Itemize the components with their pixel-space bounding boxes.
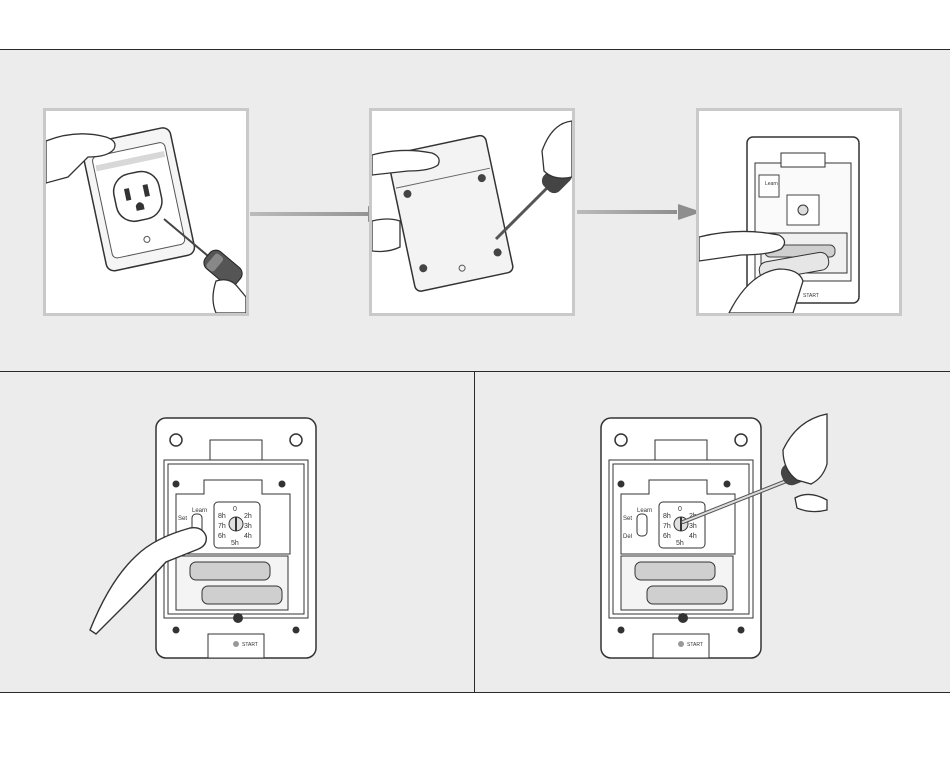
hand-grip-icon — [783, 414, 827, 484]
switch-label-learn: Learn — [637, 508, 652, 514]
switch-label-del: Del — [623, 534, 632, 540]
dial-label-6h: 6h — [663, 533, 671, 540]
dial-label-4h: 4h — [244, 533, 252, 540]
battery-icon — [635, 562, 715, 580]
switch-label-set: Set — [623, 516, 632, 522]
screw-icon — [279, 481, 286, 488]
step-3-insert-batteries: Learn START — [696, 108, 902, 316]
dial-label-5h: 5h — [231, 540, 239, 547]
screw-icon — [173, 481, 180, 488]
dial-label-0: 0 — [233, 506, 237, 513]
start-led-icon — [233, 641, 239, 647]
battery-icon — [647, 586, 727, 604]
dial-label-7h: 7h — [663, 523, 671, 530]
dial-label-2h: 2h — [244, 513, 252, 520]
battery-icon — [202, 586, 282, 604]
screwdriver-shaft — [496, 183, 552, 239]
panel-divider — [474, 371, 475, 693]
step-4-set-switch: Learn Set 0 8h 2h 7h 3h 6h 4h 5h START — [80, 410, 330, 670]
dial-label-5h: 5h — [676, 540, 684, 547]
dial-label-4h: 4h — [689, 533, 697, 540]
start-label: START — [803, 293, 819, 299]
start-label: START — [687, 642, 703, 648]
arrow-2-shaft — [577, 210, 677, 214]
screw-icon — [173, 627, 180, 634]
learn-switch[interactable] — [637, 514, 647, 536]
switch-label-learn: Learn — [192, 508, 207, 514]
screw-icon — [618, 627, 625, 634]
dial-label-0: 0 — [678, 506, 682, 513]
arrow-1-shaft — [250, 212, 385, 216]
dial-label-8h: 8h — [663, 513, 671, 520]
start-led-icon — [678, 641, 684, 647]
screw-icon — [724, 481, 731, 488]
dial-label-7h: 7h — [218, 523, 226, 530]
start-label: START — [242, 642, 258, 648]
hand-grip-icon — [542, 121, 572, 178]
switch-label-set: Set — [178, 516, 187, 522]
step-5-set-timer: Learn Set Del 0 8h 2h 7h 3h 6h 4h 5h STA… — [525, 410, 835, 670]
screw-icon — [618, 481, 625, 488]
dial-label-6h: 6h — [218, 533, 226, 540]
screw-icon — [293, 627, 300, 634]
dial-label-3h: 3h — [244, 523, 252, 530]
hand-grip-icon — [213, 280, 246, 313]
battery-icon — [190, 562, 270, 580]
switch-label-learn: Learn — [765, 181, 778, 187]
screw-icon — [738, 627, 745, 634]
dial-label-3h: 3h — [689, 523, 697, 530]
dial-label-8h: 8h — [218, 513, 226, 520]
step-1-remove-cover — [43, 108, 249, 316]
step-2-unscrew-plate — [369, 108, 575, 316]
